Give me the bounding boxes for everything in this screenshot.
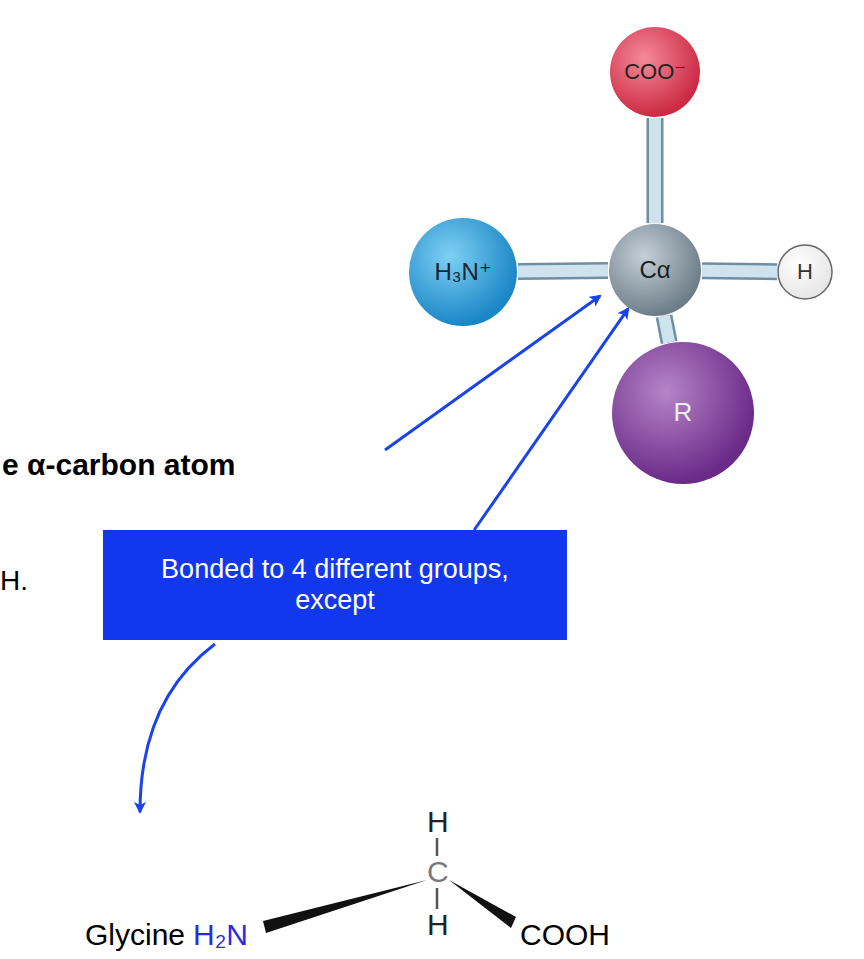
formula-text: H₂N — [193, 920, 248, 950]
bond-stick — [702, 271, 777, 272]
caption-text: H. — [0, 567, 28, 595]
bond-line — [436, 888, 439, 909]
wedge-bond — [263, 880, 427, 933]
atom-label: R — [674, 398, 693, 428]
bond-line — [436, 838, 439, 856]
stick-core — [518, 264, 608, 277]
stick-outline — [702, 271, 777, 272]
stick-core — [664, 316, 669, 342]
atom-ball: R — [611, 341, 755, 485]
stick-outline — [518, 262, 608, 280]
leader-line — [385, 296, 600, 450]
ball-circle — [612, 342, 754, 484]
atom-label: H₃N⁺ — [434, 258, 491, 286]
ball-circle — [778, 245, 832, 299]
stick-outline — [664, 316, 669, 342]
formula-text: COOH — [520, 920, 610, 950]
atom-label: COO⁻ — [624, 59, 686, 84]
pointer-arrow — [474, 309, 628, 530]
wedge-bond — [449, 880, 516, 928]
formula-text: Glycine — [85, 920, 185, 950]
formula-text: C — [427, 857, 449, 887]
arrow-line — [474, 309, 628, 530]
formula-text: H — [427, 807, 449, 837]
atom-ball: Cα — [608, 223, 702, 317]
stick-core — [649, 118, 661, 223]
atom-ball: H₃N⁺ — [408, 217, 518, 327]
ball-circle — [610, 27, 700, 117]
leader-arrow — [140, 644, 215, 812]
caption-text: e α-carbon atom — [2, 450, 235, 480]
ball-circle — [409, 218, 517, 326]
stick-outline — [647, 118, 664, 223]
bond-stick — [518, 270, 608, 272]
formula-text: H — [427, 910, 449, 940]
ball-circle — [609, 224, 701, 316]
callout-box: Bonded to 4 different groups, except — [103, 530, 567, 640]
atom-ball: COO⁻ — [609, 26, 701, 118]
bond-stick — [664, 316, 669, 342]
atom-label: Cα — [639, 256, 670, 284]
callout-text: Bonded to 4 different groups, except — [143, 554, 527, 616]
atom-ball: H — [777, 244, 833, 300]
stick-core — [702, 271, 777, 272]
atom-label: H — [797, 259, 813, 284]
bond-stick — [655, 118, 656, 223]
